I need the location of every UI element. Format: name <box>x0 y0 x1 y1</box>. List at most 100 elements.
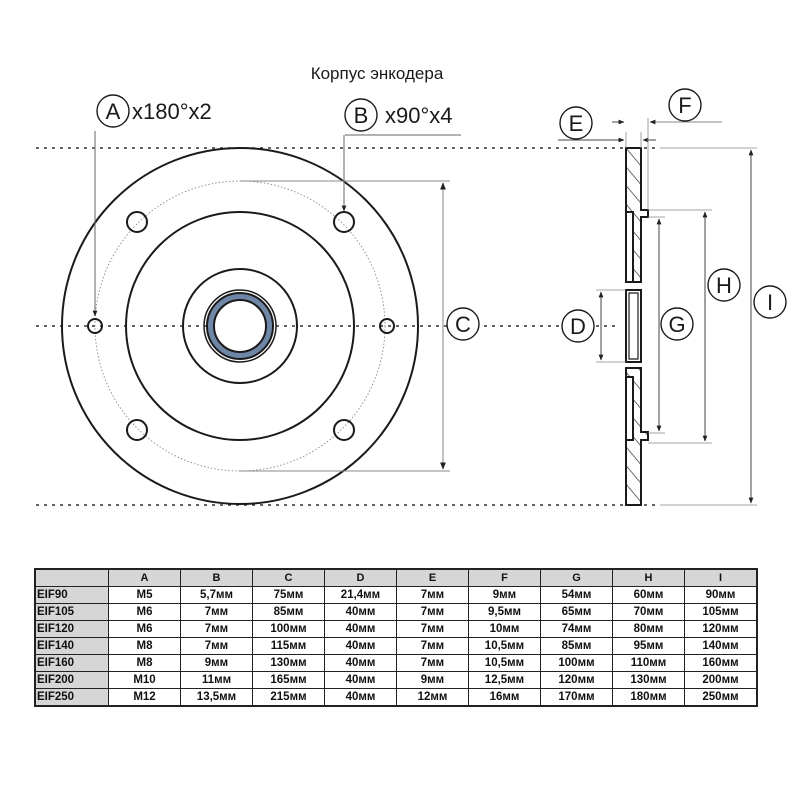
extension-lines <box>36 147 660 506</box>
hole-b-3 <box>126 419 148 441</box>
value-cell-a: M5 <box>108 586 181 604</box>
dimension-i: I <box>660 147 787 506</box>
value-cell-a: M12 <box>108 688 181 707</box>
value-cell-f: 9мм <box>468 586 541 604</box>
value-cell-i: 120мм <box>684 620 758 638</box>
dimension-c: C <box>240 180 480 472</box>
svg-text:E: E <box>569 111 584 136</box>
hole-b-2 <box>333 211 355 233</box>
value-cell-i: 200мм <box>684 671 758 689</box>
dimension-f: F <box>612 88 722 210</box>
dimension-h: H <box>648 209 741 444</box>
value-cell-a: M8 <box>108 637 181 655</box>
value-cell-g: 100мм <box>540 654 613 672</box>
model-cell: EIF160 <box>34 654 109 672</box>
hole-b-1 <box>126 211 148 233</box>
column-header-g: G <box>540 568 613 587</box>
technical-drawing: Корпус энкодера A x180°x2 B x90°x4 <box>36 64 787 506</box>
value-cell-e: 7мм <box>396 620 469 638</box>
value-cell-c: 85мм <box>252 603 325 621</box>
value-cell-b: 7мм <box>180 620 253 638</box>
svg-text:H: H <box>716 273 732 298</box>
svg-text:C: C <box>455 312 471 337</box>
value-cell-c: 100мм <box>252 620 325 638</box>
svg-text:I: I <box>767 290 773 315</box>
column-header-h: H <box>612 568 685 587</box>
column-header-f: F <box>468 568 541 587</box>
value-cell-i: 160мм <box>684 654 758 672</box>
value-cell-a: M8 <box>108 654 181 672</box>
model-cell: EIF140 <box>34 637 109 655</box>
value-cell-d: 21,4мм <box>324 586 397 604</box>
hole-a-left <box>87 318 103 334</box>
value-cell-e: 7мм <box>396 654 469 672</box>
value-cell-d: 40мм <box>324 637 397 655</box>
svg-text:D: D <box>570 314 586 339</box>
value-cell-d: 40мм <box>324 688 397 707</box>
value-cell-a: M6 <box>108 603 181 621</box>
value-cell-h: 130мм <box>612 671 685 689</box>
value-cell-g: 170мм <box>540 688 613 707</box>
value-cell-h: 180мм <box>612 688 685 707</box>
dimension-g: G <box>648 216 694 434</box>
value-cell-g: 54мм <box>540 586 613 604</box>
value-cell-e: 12мм <box>396 688 469 707</box>
value-cell-g: 85мм <box>540 637 613 655</box>
value-cell-e: 7мм <box>396 586 469 604</box>
svg-text:x180°x2: x180°x2 <box>132 99 212 124</box>
value-cell-c: 130мм <box>252 654 325 672</box>
value-cell-a: M10 <box>108 671 181 689</box>
table-corner-cell <box>34 568 109 587</box>
svg-text:B: B <box>354 103 369 128</box>
value-cell-f: 16мм <box>468 688 541 707</box>
value-cell-c: 165мм <box>252 671 325 689</box>
svg-text:F: F <box>678 93 691 118</box>
value-cell-g: 120мм <box>540 671 613 689</box>
dimension-d: D <box>561 289 626 363</box>
value-cell-h: 110мм <box>612 654 685 672</box>
model-cell: EIF90 <box>34 586 109 604</box>
value-cell-i: 90мм <box>684 586 758 604</box>
value-cell-b: 9мм <box>180 654 253 672</box>
value-cell-b: 5,7мм <box>180 586 253 604</box>
hole-b-4 <box>333 419 355 441</box>
value-cell-h: 70мм <box>612 603 685 621</box>
value-cell-e: 9мм <box>396 671 469 689</box>
side-section-view <box>625 147 649 506</box>
column-header-b: B <box>180 568 253 587</box>
register-circle <box>125 211 355 441</box>
svg-text:x90°x4: x90°x4 <box>385 103 453 128</box>
value-cell-e: 7мм <box>396 603 469 621</box>
column-header-a: A <box>108 568 181 587</box>
value-cell-e: 7мм <box>396 637 469 655</box>
model-cell: EIF200 <box>34 671 109 689</box>
value-cell-g: 74мм <box>540 620 613 638</box>
value-cell-f: 10,5мм <box>468 637 541 655</box>
value-cell-b: 7мм <box>180 637 253 655</box>
value-cell-h: 80мм <box>612 620 685 638</box>
column-header-c: C <box>252 568 325 587</box>
value-cell-d: 40мм <box>324 603 397 621</box>
value-cell-b: 13,5мм <box>180 688 253 707</box>
section-bearing-seat <box>625 289 642 363</box>
column-header-e: E <box>396 568 469 587</box>
value-cell-i: 105мм <box>684 603 758 621</box>
model-cell: EIF120 <box>34 620 109 638</box>
value-cell-d: 40мм <box>324 654 397 672</box>
model-cell: EIF250 <box>34 688 109 707</box>
svg-text:A: A <box>106 99 121 124</box>
value-cell-f: 9,5мм <box>468 603 541 621</box>
drawing-title: Корпус энкодера <box>311 64 444 83</box>
column-header-i: I <box>684 568 758 587</box>
value-cell-b: 7мм <box>180 603 253 621</box>
value-cell-f: 10мм <box>468 620 541 638</box>
value-cell-a: M6 <box>108 620 181 638</box>
value-cell-d: 40мм <box>324 671 397 689</box>
